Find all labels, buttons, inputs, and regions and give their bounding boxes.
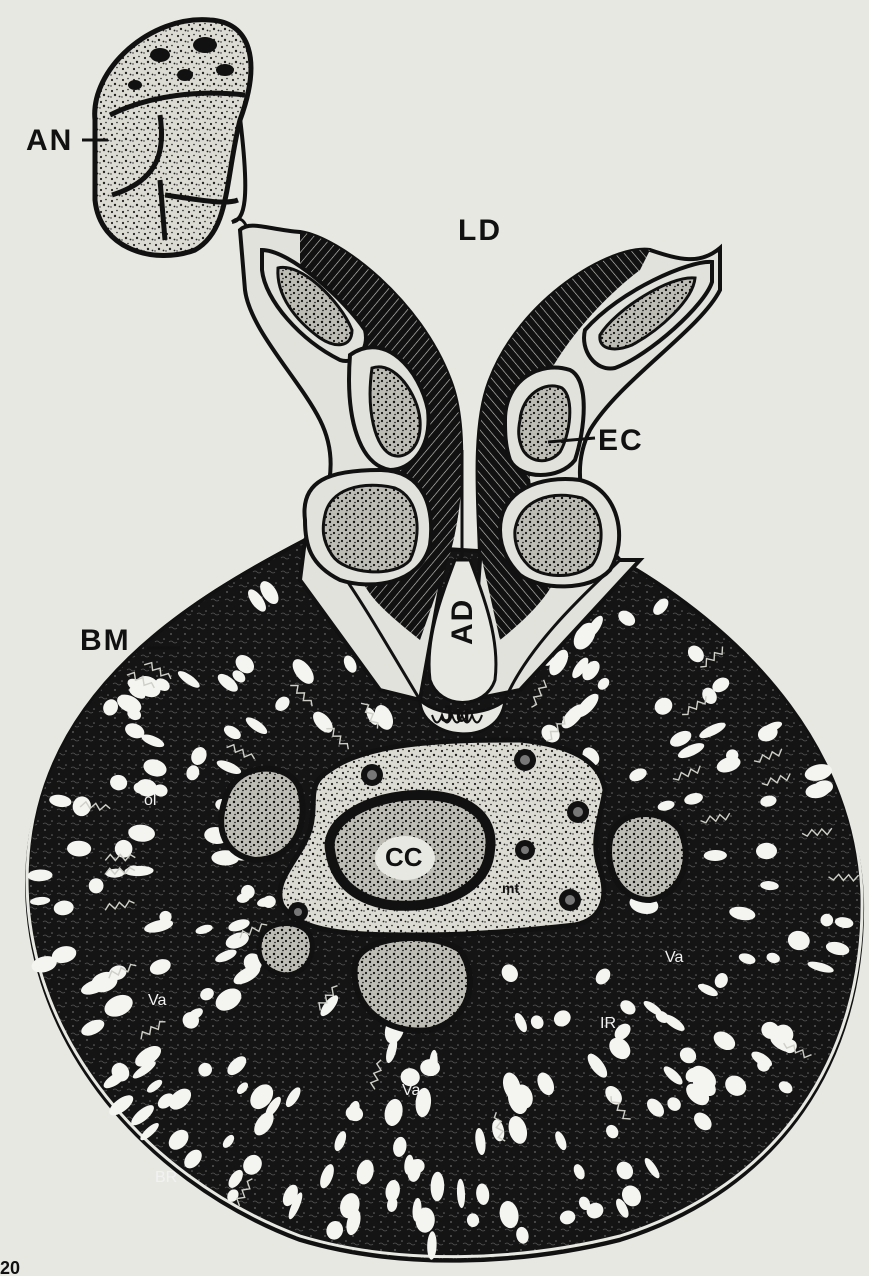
- figure-number: 20: [0, 1258, 20, 1276]
- label-ld: LD: [458, 214, 502, 247]
- label-an: AN: [26, 124, 73, 157]
- label-ad: AD: [446, 598, 479, 645]
- label-cc: CC: [385, 842, 423, 872]
- label-va-1: Va: [148, 992, 166, 1009]
- label-ir: IR: [600, 1015, 616, 1032]
- label-va-2: Va: [402, 1082, 420, 1099]
- label-bm: BM: [80, 624, 131, 657]
- label-ju: Ju: [440, 701, 472, 728]
- label-va-3: Va: [665, 949, 683, 966]
- central-cell: [280, 740, 605, 935]
- label-ec: EC: [598, 424, 644, 457]
- label-ol: ol: [144, 792, 156, 809]
- label-mt: mt: [502, 880, 519, 896]
- label-br: BR: [155, 1169, 177, 1186]
- accessory-nucleus-cell: [95, 20, 251, 256]
